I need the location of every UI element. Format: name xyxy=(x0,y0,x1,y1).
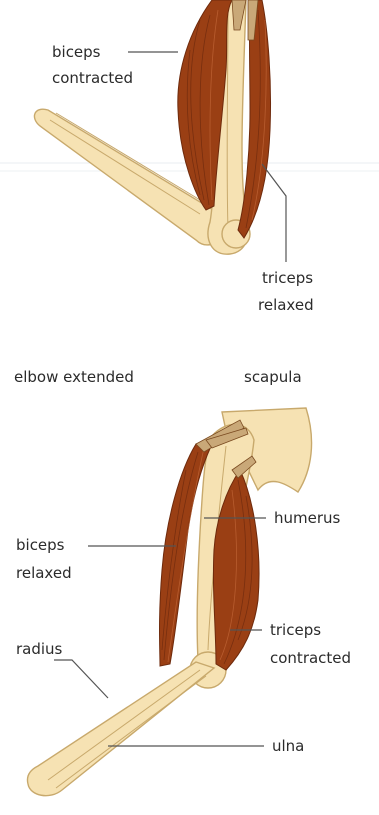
top-triceps-leader xyxy=(262,164,286,262)
radius-leader xyxy=(54,660,108,698)
ulna-label: ulna xyxy=(272,737,304,755)
top-triceps-label-line2: relaxed xyxy=(258,296,314,314)
humerus-label: humerus xyxy=(274,509,341,527)
bottom-forearm-bones xyxy=(27,662,214,796)
bottom-triceps-label-line1: triceps xyxy=(270,621,321,639)
extended-arm-illustration xyxy=(27,408,311,796)
flexed-arm-illustration xyxy=(34,0,270,254)
top-triceps-label-line1: triceps xyxy=(262,269,313,287)
scapula-label: scapula xyxy=(244,368,302,386)
section-title: elbow extended xyxy=(14,368,134,386)
bottom-biceps-label-line2: relaxed xyxy=(16,564,72,582)
radius-label: radius xyxy=(16,640,63,658)
top-biceps-label-line1: biceps xyxy=(52,43,101,61)
bottom-biceps-label-line1: biceps xyxy=(16,536,65,554)
bottom-triceps-label-line2: contracted xyxy=(270,649,351,667)
top-biceps-label-line2: contracted xyxy=(52,69,133,87)
